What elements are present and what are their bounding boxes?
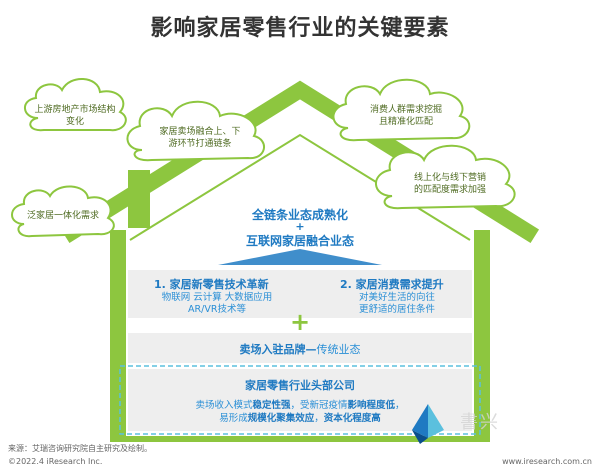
hc-l1-a: 卖场收入模式 xyxy=(195,400,253,411)
hc-l2-b: 规模化聚集效应 xyxy=(247,413,315,424)
center-plus: + xyxy=(295,220,305,233)
center-line-2: 互联网家居融合业态 xyxy=(245,234,354,248)
factor-right-detail-2: 更舒适的居住条件 xyxy=(358,304,435,315)
hc-l1-c: ，受新冠疫情 xyxy=(290,400,348,411)
cloud-2-text: 家居卖场融合上、下 游环节打通链条 xyxy=(159,127,241,149)
footer-copyright: ©2022.4 iResearch Inc. xyxy=(8,457,103,466)
watermark-brand: 書兴 xyxy=(460,412,500,433)
cloud-5-text: 泛家居一体化需求 xyxy=(26,211,99,221)
plus-sign: + xyxy=(289,308,311,336)
head-company-line-1: 卖场收入模式稳定性强，受新冠疫情影响程度低， xyxy=(128,397,472,411)
center-triangle xyxy=(218,249,382,265)
cloud-1-text: 上游房地产市场结构变化 xyxy=(34,105,116,127)
factor-right-detail-1: 对美好生活的向往 xyxy=(358,292,435,303)
cloud-3 xyxy=(332,78,471,142)
hc-l2-c: ， xyxy=(314,413,324,424)
factor-left-detail-2: AR/VR技术等 xyxy=(188,304,246,315)
factor-left-detail-1: 物联网 云计算 大数据应用 xyxy=(161,292,273,303)
brand-row-dash: — xyxy=(305,343,317,356)
head-company-box-fill xyxy=(128,369,472,431)
head-company-line-2: 易形成规模化聚集效应，资本化程度高 xyxy=(128,410,472,424)
cloud-2 xyxy=(126,100,265,162)
brand-box xyxy=(128,333,472,363)
hc-l1-b: 稳定性强 xyxy=(252,400,291,411)
factor-right-heading: 2. 家居消费需求提升 xyxy=(340,278,444,291)
center-line-1: 全链条业态成熟化 xyxy=(251,208,348,222)
page-title: 影响家居零售行业的关键要素 xyxy=(150,16,450,41)
head-company-dashed-border xyxy=(119,365,481,435)
hc-l1-d: 影响程度低 xyxy=(347,400,396,411)
factor-left-heading: 1. 家居新零售技术革新 xyxy=(154,278,269,291)
hc-l2-d: 资本化程度高 xyxy=(323,413,381,424)
brand-row: 卖场入驻品牌—传统业态 xyxy=(128,341,472,357)
head-company-heading: 家居零售行业头部公司 xyxy=(245,379,355,392)
cloud-3-text: 消费人群需求挖掘 且精准化匹配 xyxy=(369,105,442,127)
footer-source: 来源：艾瑞咨询研究院自主研究及绘制。 xyxy=(8,444,152,453)
cloud-4 xyxy=(375,144,516,210)
brand-row-rest: 传统业态 xyxy=(316,343,361,356)
brand-row-strong: 卖场入驻品牌 xyxy=(239,343,306,356)
iresearch-crystal-logo-icon xyxy=(412,404,444,444)
cloud-4-text: 线上化与线下营销 的匹配度需求加强 xyxy=(413,173,486,195)
hc-l2-a: 易形成 xyxy=(219,413,248,424)
footer-website: www.iresearch.com.cn xyxy=(502,457,592,466)
hc-l1-e: ， xyxy=(395,400,405,411)
factor-box xyxy=(128,270,472,318)
cloud-1 xyxy=(24,78,127,132)
cloud-5 xyxy=(11,185,115,238)
